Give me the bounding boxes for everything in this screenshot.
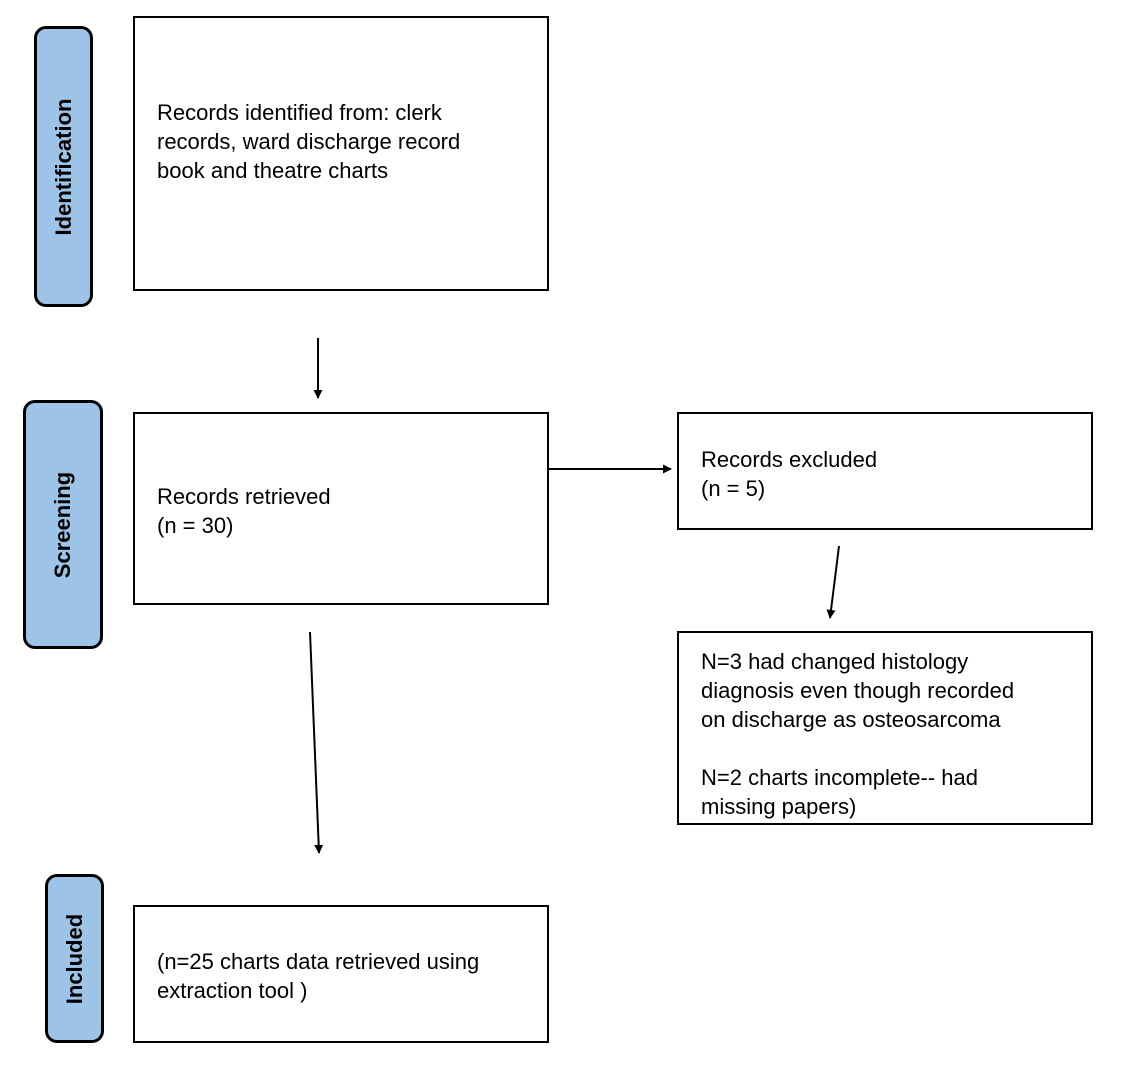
stage-identification: Identification: [34, 26, 93, 307]
exclusion-incomplete-text: N=2 charts incomplete-- had missing pape…: [701, 765, 978, 819]
stage-screening: Screening: [23, 400, 103, 649]
records-identified-text: Records identified from: clerk records, …: [157, 100, 461, 183]
box-records-retrieved: Records retrieved (n = 30): [133, 412, 549, 605]
stage-included: Included: [45, 874, 104, 1043]
box-included: (n=25 charts data retrieved using extrac…: [133, 905, 549, 1043]
box-exclusion-reasons: N=3 had changed histology diagnosis even…: [677, 631, 1093, 825]
exclusion-histology-text: N=3 had changed histology diagnosis even…: [701, 649, 1015, 732]
records-retrieved-text: Records retrieved (n = 30): [157, 484, 331, 538]
arrow-retrieved-to-included: [309, 631, 324, 854]
box-records-identified: Records identified from: clerk records, …: [133, 16, 549, 291]
arrow-excluded-to-reasons: [826, 545, 840, 619]
records-excluded-text: Records excluded (n = 5): [701, 447, 878, 501]
included-text: (n=25 charts data retrieved using extrac…: [157, 949, 480, 1003]
box-records-excluded: Records excluded (n = 5): [677, 412, 1093, 530]
